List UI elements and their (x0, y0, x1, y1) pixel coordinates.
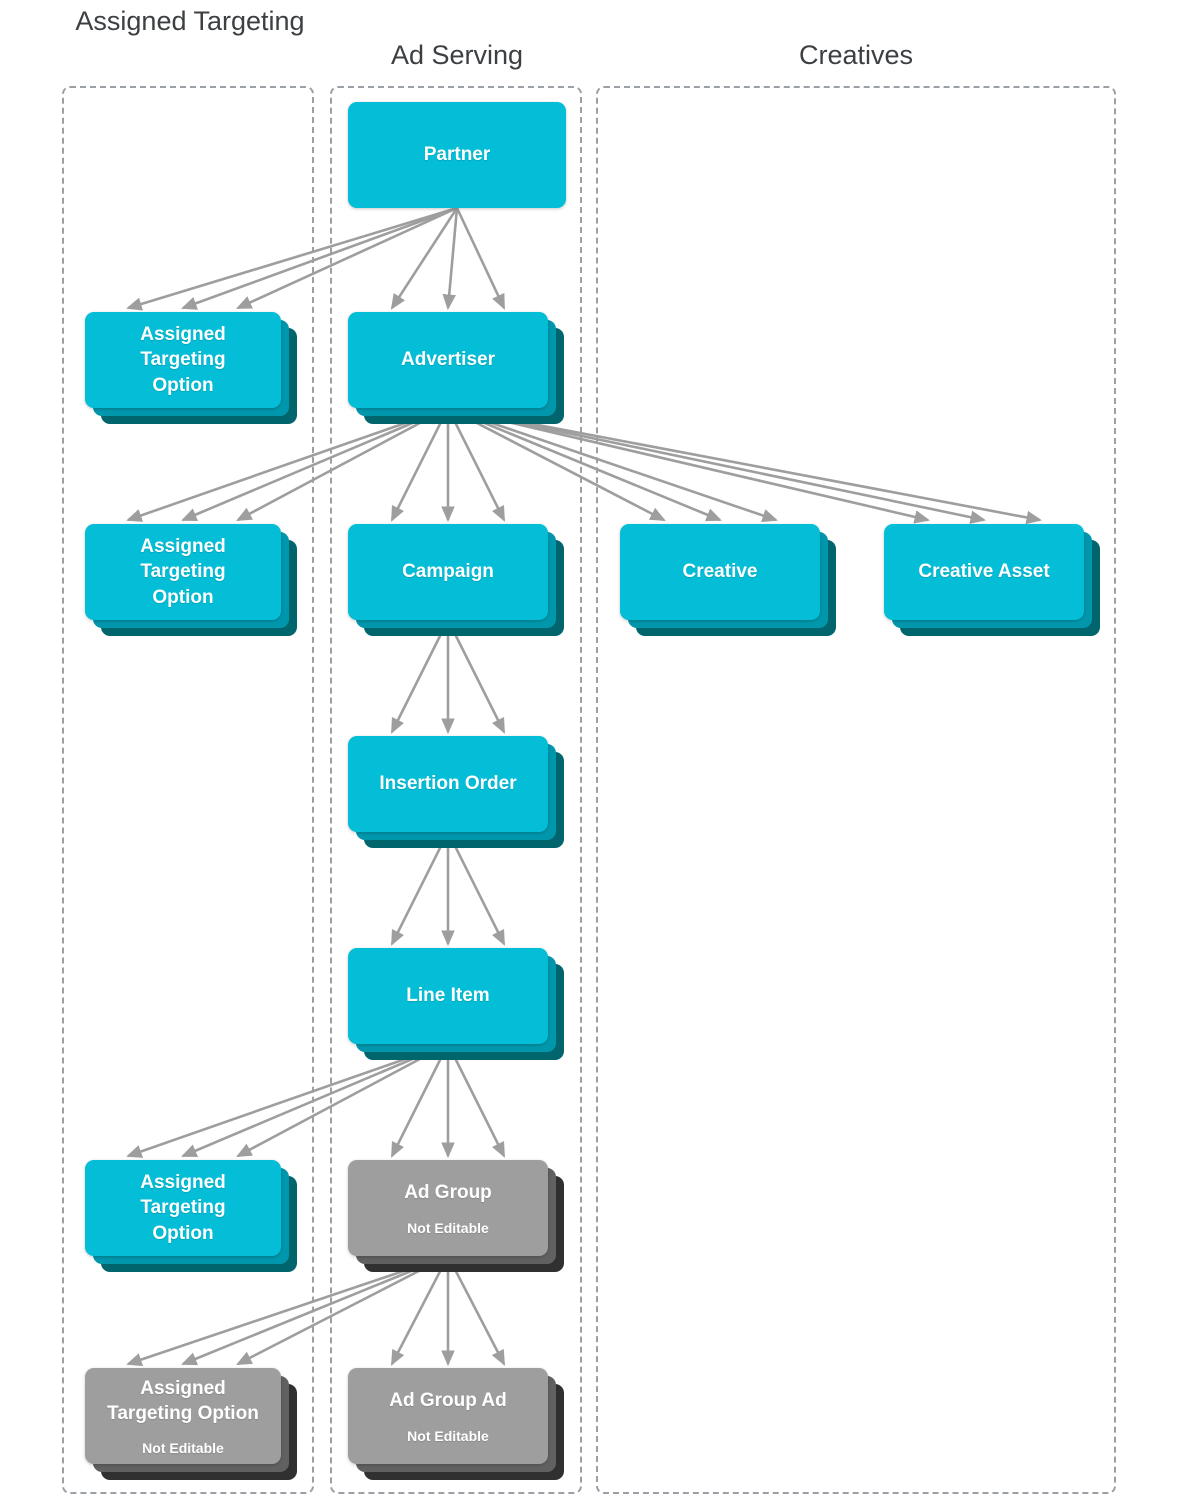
column-header-creatives: Creatives (798, 40, 914, 70)
node-label: Assigned Targeting Option (140, 1172, 226, 1244)
column-frame-ad-serving (330, 86, 582, 1494)
node-label: Creative (682, 561, 758, 583)
node-ato-2[interactable]: Assigned Targeting Option (85, 524, 297, 636)
node-label: Assigned Targeting Option (140, 324, 226, 396)
column-header-assigned-targeting: Assigned Targeting (75, 6, 305, 36)
node-card[interactable]: Creative Asset (884, 524, 1084, 620)
node-ad-group-ad[interactable]: Ad Group Ad Not Editable (348, 1368, 564, 1480)
node-label: Line Item (406, 985, 490, 1007)
node-editability-badge: Not Editable (142, 1440, 224, 1457)
node-label: Ad Group Ad (389, 1390, 507, 1412)
node-editability-badge: Not Editable (407, 1427, 489, 1444)
node-card[interactable]: Partner (348, 102, 566, 208)
node-card[interactable]: Assigned Targeting Option (85, 1160, 281, 1256)
node-label: Campaign (402, 561, 494, 583)
node-campaign[interactable]: Campaign (348, 524, 564, 636)
node-creative-asset[interactable]: Creative Asset (884, 524, 1100, 636)
node-card[interactable]: Assigned Targeting Option (85, 312, 281, 408)
node-label: Assigned Targeting Option (107, 1377, 259, 1424)
node-label: Creative Asset (918, 561, 1050, 583)
node-card[interactable]: Insertion Order (348, 736, 548, 832)
node-card[interactable]: Line Item (348, 948, 548, 1044)
node-label: Partner (423, 144, 491, 166)
node-label: Ad Group (404, 1182, 492, 1204)
node-label: Insertion Order (379, 773, 517, 795)
node-card[interactable]: Campaign (348, 524, 548, 620)
node-card[interactable]: Assigned Targeting Option (85, 524, 281, 620)
node-creative[interactable]: Creative (620, 524, 836, 636)
node-insertion-order[interactable]: Insertion Order (348, 736, 564, 848)
node-ato-1[interactable]: Assigned Targeting Option (85, 312, 297, 424)
node-editability-badge: Not Editable (407, 1219, 489, 1236)
column-frame-assigned-targeting (62, 86, 314, 1494)
node-card[interactable]: Ad Group Ad Not Editable (348, 1368, 548, 1464)
node-label: Advertiser (401, 349, 495, 371)
node-partner[interactable]: Partner (348, 102, 566, 208)
node-advertiser[interactable]: Advertiser (348, 312, 564, 424)
node-line-item[interactable]: Line Item (348, 948, 564, 1060)
column-header-ad-serving: Ad Serving (390, 40, 524, 70)
node-card[interactable]: Creative (620, 524, 820, 620)
node-card[interactable]: Advertiser (348, 312, 548, 408)
column-frame-creatives (596, 86, 1116, 1494)
node-label: Assigned Targeting Option (140, 536, 226, 608)
node-ato-3[interactable]: Assigned Targeting Option (85, 1160, 297, 1272)
